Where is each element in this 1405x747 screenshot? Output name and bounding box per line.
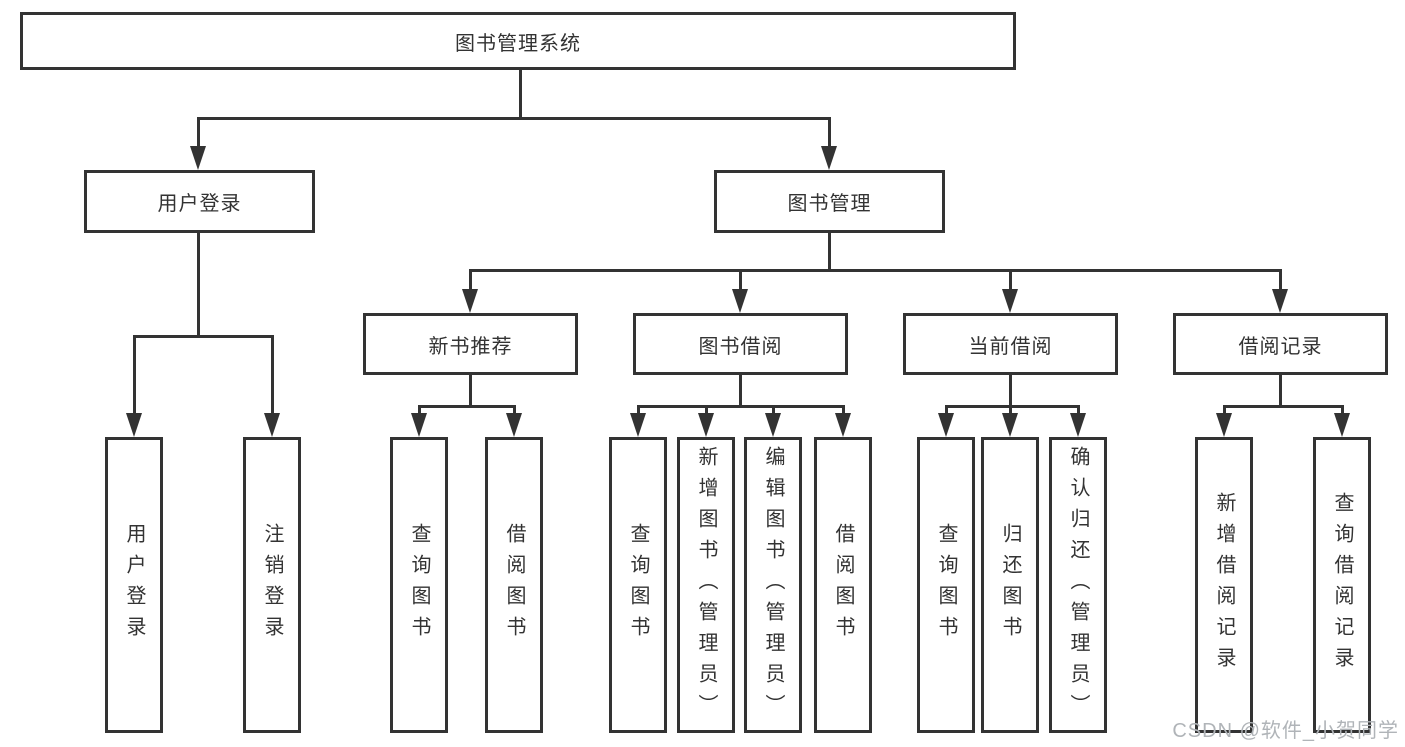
connector-vline (468, 269, 472, 291)
arrow-down-icon (732, 289, 748, 313)
arrow-down-icon (462, 289, 478, 313)
connector-vline (270, 335, 274, 415)
leaf-label: 查询借阅记录 (1331, 492, 1353, 678)
leaf-borrow-books: 借阅图书 (814, 437, 872, 733)
connector-vline (1278, 373, 1282, 407)
leaf-query-borrow-record: 查询借阅记录 (1313, 437, 1371, 733)
arrow-down-icon (821, 146, 837, 170)
connector-vline (518, 67, 522, 119)
connector-vline (1076, 405, 1080, 415)
connector-vline (1008, 373, 1012, 407)
node-label: 当前借阅 (968, 335, 1053, 358)
node-book-borrowing: 图书借阅 (633, 313, 848, 375)
leaf-label: 用户登录 (123, 523, 145, 647)
leaf-add-borrow-record: 新增借阅记录 (1195, 437, 1253, 733)
node-user-login: 用户登录 (84, 170, 315, 233)
leaf-user-login: 用户登录 (105, 437, 163, 733)
leaf-return-books: 归还图书 (981, 437, 1039, 733)
connector-vline (636, 405, 640, 415)
arrow-down-icon (698, 413, 714, 437)
node-book-management: 图书管理 (714, 170, 945, 233)
leaf-label: 新增图书（管理员） (695, 445, 717, 725)
arrow-down-icon (1334, 413, 1350, 437)
leaf-add-books-admin: 新增图书（管理员） (677, 437, 735, 733)
connector-vline (1278, 269, 1282, 291)
node-label: 图书管理系统 (455, 32, 581, 55)
connector-hline (468, 269, 1282, 272)
connector-vline (944, 405, 948, 415)
arrow-down-icon (938, 413, 954, 437)
arrow-down-icon (765, 413, 781, 437)
connector-vline (417, 405, 421, 415)
leaf-query-books-current: 查询图书 (917, 437, 975, 733)
connector-vline (1340, 405, 1344, 415)
leaf-edit-books-admin: 编辑图书（管理员） (744, 437, 802, 733)
arrow-down-icon (264, 413, 280, 437)
connector-vline (738, 373, 742, 407)
connector-vline (704, 405, 708, 415)
arrow-down-icon (1002, 413, 1018, 437)
connector-vline (468, 373, 472, 407)
arrow-down-icon (1070, 413, 1086, 437)
arrow-down-icon (190, 146, 206, 170)
leaf-query-books-borrowing: 查询图书 (609, 437, 667, 733)
leaf-label: 借阅图书 (503, 523, 525, 647)
leaf-label: 查询图书 (935, 523, 957, 647)
connector-vline (196, 231, 200, 337)
node-current-borrowing: 当前借阅 (903, 313, 1118, 375)
arrow-down-icon (1272, 289, 1288, 313)
leaf-logout: 注销登录 (243, 437, 301, 733)
arrow-down-icon (1216, 413, 1232, 437)
connector-hline (196, 117, 831, 120)
arrow-down-icon (835, 413, 851, 437)
connector-vline (827, 117, 831, 149)
leaf-confirm-return-admin: 确认归还（管理员） (1049, 437, 1107, 733)
connector-vline (1008, 269, 1012, 291)
connector-hline (1222, 405, 1344, 408)
leaf-label: 编辑图书（管理员） (762, 445, 784, 725)
connector-vline (1222, 405, 1226, 415)
connector-vline (827, 231, 831, 271)
leaf-borrow-books-recommend: 借阅图书 (485, 437, 543, 733)
leaf-label: 借阅图书 (832, 523, 854, 647)
arrow-down-icon (126, 413, 142, 437)
leaf-label: 新增借阅记录 (1213, 492, 1235, 678)
arrow-down-icon (411, 413, 427, 437)
node-borrowing-records: 借阅记录 (1173, 313, 1388, 375)
connector-vline (738, 269, 742, 291)
leaf-query-books-recommend: 查询图书 (390, 437, 448, 733)
connector-hline (636, 405, 845, 408)
node-label: 新书推荐 (428, 335, 513, 358)
node-label: 图书管理 (787, 193, 872, 215)
arrow-down-icon (1002, 289, 1018, 313)
connector-hline (132, 335, 274, 338)
connector-vline (771, 405, 775, 415)
leaf-label: 查询图书 (408, 523, 430, 647)
connector-vline (512, 405, 516, 415)
arrow-down-icon (506, 413, 522, 437)
connector-vline (841, 405, 845, 415)
connector-vline (132, 335, 136, 415)
leaf-label: 归还图书 (999, 523, 1021, 647)
leaf-label: 查询图书 (627, 523, 649, 647)
connector-vline (196, 117, 200, 149)
node-label: 借阅记录 (1238, 335, 1323, 358)
node-library-management-system: 图书管理系统 (20, 12, 1016, 70)
leaf-label: 注销登录 (261, 523, 283, 647)
node-new-book-recommendation: 新书推荐 (363, 313, 578, 375)
arrow-down-icon (630, 413, 646, 437)
leaf-label: 确认归还（管理员） (1067, 445, 1089, 725)
connector-hline (944, 405, 1080, 408)
connector-hline (417, 405, 516, 408)
connector-vline (1008, 405, 1012, 415)
node-label: 用户登录 (157, 193, 242, 215)
watermark: CSDN @软件_小贺同学 (1172, 720, 1399, 742)
node-label: 图书借阅 (698, 335, 783, 358)
